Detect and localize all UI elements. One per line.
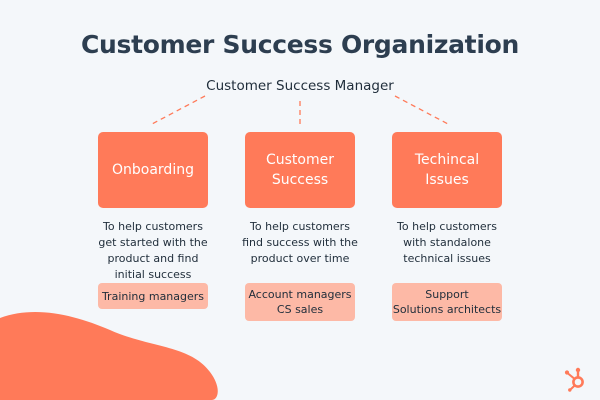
dept-purpose-customer-success: To help customers find success with the … <box>242 220 358 265</box>
manager-label: Customer Success Manager <box>206 78 394 94</box>
roles-label: Training managers <box>101 289 205 303</box>
dept-roles-technical-issues: Support Solutions architects <box>392 283 502 321</box>
dept-box-onboarding: Onboarding <box>98 132 208 208</box>
roles-label: Support Solutions architects <box>392 288 502 316</box>
page-title: Customer Success Organization <box>81 30 519 59</box>
connector-left <box>151 95 206 125</box>
dept-purpose-technical-issues: To help customers with standalone techni… <box>397 220 497 265</box>
dept-label: Customer Success <box>265 152 334 188</box>
hubspot-sprocket-icon <box>564 367 584 392</box>
roles-label: Account managers CS sales <box>248 288 352 316</box>
dept-label: Techincal Issues <box>414 152 480 188</box>
dept-label: Onboarding <box>112 162 194 178</box>
dept-box-technical-issues: Techincal Issues <box>392 132 502 208</box>
dept-purpose-onboarding: To help customers get started with the p… <box>98 220 208 281</box>
dept-roles-customer-success: Account managers CS sales <box>245 283 355 321</box>
dept-roles-onboarding: Training managers <box>98 283 208 309</box>
dept-box-customer-success: Customer Success <box>245 132 355 208</box>
connector-right <box>394 95 449 125</box>
